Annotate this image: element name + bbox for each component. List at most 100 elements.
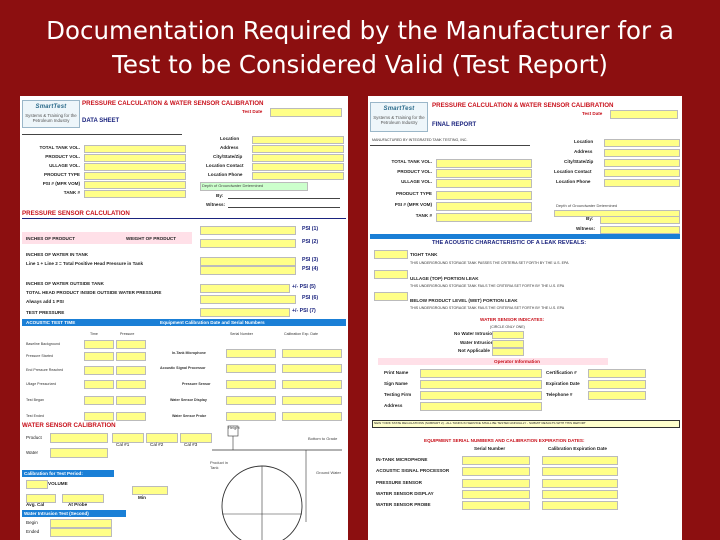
time-ullage-field[interactable]	[84, 380, 114, 389]
microphone-serial-field[interactable]	[462, 456, 530, 465]
avg-cal-field[interactable]	[26, 494, 56, 503]
pressure-sensor-exp-field[interactable]	[282, 380, 342, 389]
cal-3-field[interactable]	[180, 433, 212, 443]
microphone-exp-field[interactable]	[282, 349, 342, 358]
tight-tank-checkbox[interactable]	[374, 250, 408, 259]
water-display-serial-field[interactable]	[462, 490, 530, 499]
footer-ended-label: Ended	[26, 529, 40, 534]
weight-of-product-label: WEIGHT OF PRODUCT	[126, 236, 177, 241]
sign-name-field[interactable]	[420, 380, 542, 389]
microphone-serial-field[interactable]	[226, 349, 276, 358]
minutes-field[interactable]	[132, 486, 168, 495]
equip-row-water-display: Water Sensor Display	[170, 398, 207, 402]
product-vol-field[interactable]	[84, 154, 186, 162]
processor-serial-field[interactable]	[226, 364, 276, 373]
water-product-field[interactable]	[50, 433, 108, 443]
psi-4-field[interactable]	[200, 266, 296, 275]
time-pressure-started-field[interactable]	[84, 352, 114, 361]
city-state-zip-field[interactable]	[252, 154, 344, 162]
psi-5-field[interactable]	[200, 284, 290, 293]
time-baseline-field[interactable]	[84, 340, 114, 349]
ullage-leak-checkbox[interactable]	[374, 270, 408, 279]
witness-field[interactable]	[600, 226, 680, 234]
location-field[interactable]	[604, 139, 680, 147]
report-heading: PRESSURE CALCULATION & WATER SENSOR CALI…	[432, 102, 614, 109]
time-test-ended-field[interactable]	[84, 412, 114, 421]
telephone-field[interactable]	[588, 391, 646, 400]
expiration-field[interactable]	[588, 380, 646, 389]
footer-begin-field[interactable]	[50, 519, 112, 528]
test-date-field[interactable]	[270, 108, 342, 117]
water-water-field[interactable]	[50, 448, 108, 458]
city-state-zip-field[interactable]	[604, 159, 680, 167]
tank-number-field[interactable]	[84, 190, 186, 198]
water-intrusion-field[interactable]	[492, 340, 524, 348]
pressure-ullage-field[interactable]	[116, 380, 146, 389]
cal-2-field[interactable]	[146, 433, 178, 443]
psi-mfr-field[interactable]	[84, 181, 186, 189]
water-display-exp-field[interactable]	[542, 490, 618, 499]
wet-leak-checkbox[interactable]	[374, 292, 408, 301]
total-tank-vol-field[interactable]	[84, 145, 186, 153]
cal-1-field[interactable]	[112, 433, 144, 443]
water-display-exp-field[interactable]	[282, 396, 342, 405]
address-field[interactable]	[604, 149, 680, 157]
psi-7-label: +/- PSI (7)	[292, 308, 316, 314]
location-phone-field[interactable]	[604, 179, 680, 187]
water-display-serial-field[interactable]	[226, 396, 276, 405]
pressure-sensor-serial-field[interactable]	[462, 479, 530, 488]
pressure-test-ended-field[interactable]	[116, 412, 146, 421]
psi-6-field[interactable]	[200, 295, 296, 304]
psi-3-field[interactable]	[200, 257, 296, 266]
certification-field[interactable]	[588, 369, 646, 378]
psi-1-field[interactable]	[200, 226, 296, 235]
ullage-vol-field[interactable]	[84, 163, 186, 171]
processor-exp-field[interactable]	[542, 467, 618, 476]
psi-7-field[interactable]	[200, 308, 290, 317]
total-tank-vol-field[interactable]	[436, 159, 532, 168]
water-option-intrusion[interactable]: Water Intrusion	[460, 340, 494, 345]
tank-number-field[interactable]	[436, 213, 532, 222]
pressure-test-began-field[interactable]	[116, 396, 146, 405]
psi-2-field[interactable]	[200, 239, 296, 248]
by-field[interactable]	[600, 216, 680, 224]
water-na-field[interactable]	[492, 348, 524, 356]
print-name-field[interactable]	[420, 369, 542, 378]
address-field[interactable]	[252, 145, 344, 153]
testing-firm-field[interactable]	[420, 391, 542, 400]
time-test-began-field[interactable]	[84, 396, 114, 405]
pressure-end-field[interactable]	[116, 366, 146, 375]
city-state-zip-label: City/State/Zip	[564, 159, 594, 164]
location-contact-field[interactable]	[252, 163, 344, 171]
footer-ended-field[interactable]	[50, 528, 112, 537]
operator-address-field[interactable]	[420, 402, 542, 411]
location-phone-field[interactable]	[252, 172, 344, 180]
product-type-field[interactable]	[436, 191, 532, 200]
pressure-sensor-serial-field[interactable]	[226, 380, 276, 389]
product-type-field[interactable]	[84, 172, 186, 180]
test-date-field[interactable]	[610, 110, 678, 119]
pressure-baseline-field[interactable]	[116, 340, 146, 349]
pressure-started-field[interactable]	[116, 352, 146, 361]
pressure-sensor-exp-field[interactable]	[542, 479, 618, 488]
processor-exp-field[interactable]	[282, 364, 342, 373]
water-probe-serial-field[interactable]	[226, 412, 276, 421]
water-probe-exp-field[interactable]	[282, 412, 342, 421]
water-option-na[interactable]: Not Applicable	[458, 348, 490, 353]
water-none-field[interactable]	[492, 331, 524, 339]
location-contact-field[interactable]	[604, 169, 680, 177]
microphone-exp-field[interactable]	[542, 456, 618, 465]
ullage-vol-field[interactable]	[436, 179, 532, 188]
volume-field[interactable]	[26, 480, 48, 489]
water-probe-exp-field[interactable]	[542, 501, 618, 510]
at-probe-field[interactable]	[62, 494, 104, 503]
water-probe-serial-field[interactable]	[462, 501, 530, 510]
product-vol-field[interactable]	[436, 169, 532, 178]
time-end-pressure-field[interactable]	[84, 366, 114, 375]
psi-mfr-field[interactable]	[436, 202, 532, 211]
groundwater-depth-field[interactable]	[200, 182, 308, 191]
water-product-label: Product	[26, 435, 42, 440]
processor-serial-field[interactable]	[462, 467, 530, 476]
location-field[interactable]	[252, 136, 344, 144]
water-option-none[interactable]: No Water Intrusion	[454, 331, 495, 336]
